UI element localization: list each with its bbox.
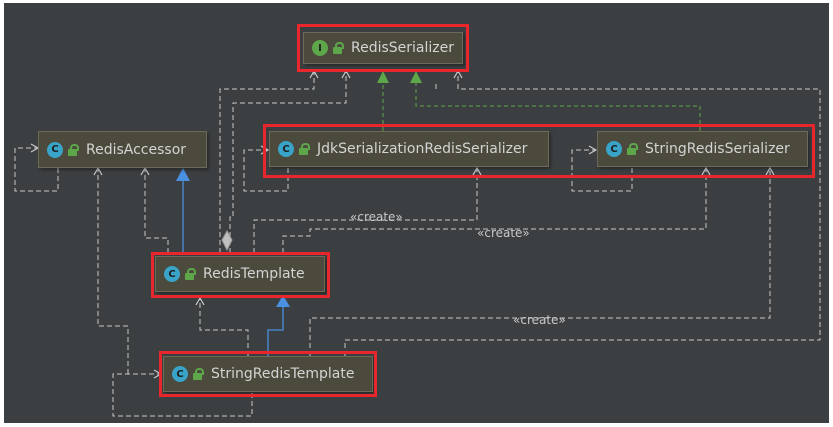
srt-uses-redistemplate — [195, 296, 249, 356]
class-string-redis-serializer[interactable]: C StringRedisSerializer — [597, 131, 808, 167]
class-icon: C — [47, 141, 63, 158]
class-jdk-serializer[interactable]: C JdkSerializationRedisSerializer — [269, 131, 549, 167]
class-redis-template[interactable]: C RedisTemplate — [155, 256, 325, 292]
implements-arrowhead-jdk — [377, 71, 389, 83]
create-label: «create» — [513, 313, 566, 327]
class-name: JdkSerializationRedisSerializer — [317, 141, 528, 157]
string-serializer-self-loop — [571, 145, 633, 192]
class-icon: C — [172, 366, 188, 382]
class-name: StringRedisTemplate — [211, 366, 355, 382]
create-srt-string-serializer — [309, 166, 775, 356]
create-jdk — [253, 166, 482, 253]
class-redis-serializer[interactable]: I RedisSerializer — [303, 32, 463, 64]
class-name: StringRedisSerializer — [645, 141, 790, 157]
create-string-serializer — [282, 166, 711, 253]
redistemplate-uses-accessor — [140, 166, 169, 253]
class-string-redis-template[interactable]: C StringRedisTemplate — [163, 356, 373, 392]
class-name: RedisTemplate — [203, 266, 305, 282]
public-lock-icon — [192, 368, 204, 380]
class-icon: C — [278, 141, 294, 157]
highlight-string-redis-template — [159, 351, 377, 397]
template-self-loop — [112, 369, 253, 417]
template-uses-serializer-2 — [229, 69, 351, 253]
aggregation-diamond — [221, 229, 233, 252]
template-uses-accessor — [93, 166, 129, 374]
highlight-serializers — [263, 124, 815, 178]
class-name: RedisSerializer — [351, 40, 455, 56]
class-icon: C — [606, 141, 622, 157]
implements-arrowhead-string — [410, 71, 422, 83]
interface-icon: I — [312, 40, 328, 56]
highlight-redis-template — [151, 252, 330, 298]
public-lock-icon — [184, 268, 196, 280]
class-icon: C — [164, 266, 180, 282]
public-lock-icon — [298, 143, 310, 155]
jdk-self-loop — [243, 145, 289, 192]
template-uses-serializer-1 — [219, 69, 319, 253]
create-label: «create» — [350, 210, 403, 224]
public-lock-icon — [332, 42, 344, 54]
accessor-self-loop — [14, 143, 59, 192]
public-lock-icon — [626, 143, 638, 155]
srt-extends-redistemplate — [267, 306, 284, 356]
extends-arrowhead-redistemplate — [276, 295, 290, 307]
class-name: RedisAccessor — [86, 141, 187, 158]
highlight-redis-serializer — [297, 24, 469, 72]
public-lock-icon — [67, 143, 79, 156]
class-redis-accessor[interactable]: C RedisAccessor — [38, 131, 207, 168]
srt-uses-serializer — [344, 69, 821, 356]
create-label: «create» — [477, 226, 530, 240]
extends-arrowhead-accessor — [176, 168, 190, 181]
